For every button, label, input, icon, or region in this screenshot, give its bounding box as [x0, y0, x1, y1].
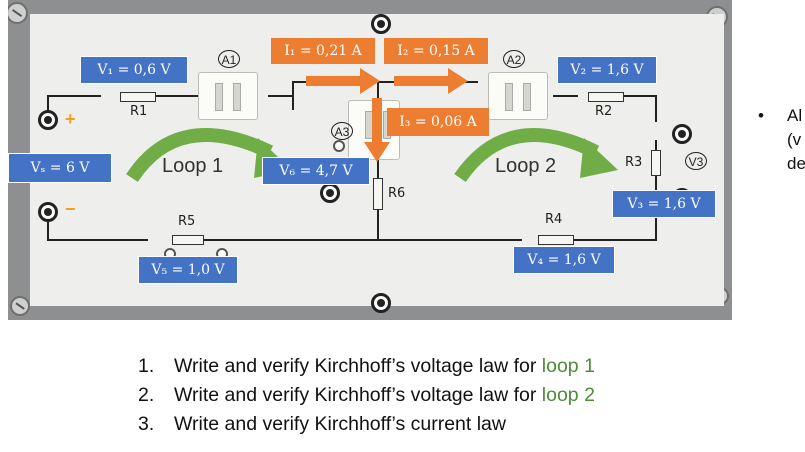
resistor-r6-label: R6 [388, 186, 406, 201]
voltage-v3-label: V₃ = 1,6 V [612, 190, 716, 218]
jack-top-center [371, 14, 391, 34]
side-text-line-2: (v [787, 130, 802, 149]
resistor-r2-label: R2 [595, 104, 613, 119]
task-highlight: loop 1 [541, 355, 595, 377]
source-minus-sign: − [65, 199, 76, 219]
side-text-line-3: de [787, 154, 805, 173]
resistor-r1 [120, 92, 156, 102]
task-number: 3. [138, 413, 155, 435]
side-text-line-1: Al [787, 106, 803, 125]
resistor-r5-label: R5 [178, 214, 196, 229]
task-item: 1. Write and verify Kirchhoff’s voltage l… [138, 352, 595, 381]
resistor-r5 [172, 235, 204, 245]
voltage-v1-label: V₁ = 0,6 V [80, 56, 188, 84]
loop-1-label: Loop 1 [162, 155, 224, 177]
loop-2-label: Loop 2 [495, 155, 557, 177]
task-item: 3. Write and verify Kirchhoff’s current l… [138, 410, 595, 439]
voltmeter-v3-symbol: V3 [685, 152, 707, 170]
ammeter-a3-symbol: A3 [331, 122, 353, 140]
resistor-r4-label: R4 [545, 212, 563, 227]
voltage-v2-label: V₂ = 1,6 V [557, 56, 657, 84]
voltage-v4-label: V₄ = 1,6 V [513, 246, 615, 274]
resistor-r1-label: R1 [130, 104, 148, 119]
jack-bottom-center [371, 293, 391, 313]
task-number: 2. [138, 384, 155, 406]
source-plus-sign: + [65, 109, 76, 129]
voltage-v6-label: V₆ = 4,7 V [262, 157, 370, 185]
voltage-v5-label: V₅ = 1,0 V [138, 256, 238, 284]
circuit-board-photo: A1 A2 A3 V3 R1 R2 R3 R4 R5 R6 + − [8, 0, 732, 320]
task-highlight: loop 2 [541, 384, 595, 406]
corner-screw-top-left [8, 2, 28, 24]
resistor-r3 [651, 150, 661, 176]
ammeter-a2-symbol: A2 [503, 50, 525, 68]
jack-source-minus [38, 202, 58, 222]
current-i3-label: I₃ = 0,06 A [387, 108, 489, 136]
side-bullet: • [758, 106, 764, 125]
current-i2-label: I₂ = 0,15 A [384, 38, 488, 64]
current-i1-label: I₁ = 0,21 A [271, 38, 375, 64]
ammeter-a1-symbol: A1 [218, 50, 240, 68]
task-text: Write and verify Kirchhoff’s voltage law… [174, 384, 542, 406]
resistor-r2 [588, 92, 624, 102]
task-number: 1. [138, 355, 155, 377]
task-text: Write and verify Kirchhoff’s voltage law… [174, 355, 542, 377]
ammeter-a2-connector [488, 72, 548, 120]
task-item: 2. Write and verify Kirchhoff’s voltage l… [138, 381, 595, 410]
resistor-r3-label: R3 [625, 155, 643, 170]
task-text: Write and verify Kirchhoff’s current law [174, 413, 506, 435]
ammeter-a1-connector [198, 72, 258, 120]
task-list: 1. Write and verify Kirchhoff’s voltage l… [138, 352, 595, 439]
voltage-vs-label: Vₛ = 6 V [8, 153, 112, 183]
corner-screw-bottom-left [10, 296, 30, 316]
jack-r6-top [333, 140, 345, 152]
resistor-r4 [538, 235, 574, 245]
jack-right-top [672, 124, 692, 144]
resistor-r6 [373, 178, 383, 210]
jack-source-plus [38, 110, 58, 130]
